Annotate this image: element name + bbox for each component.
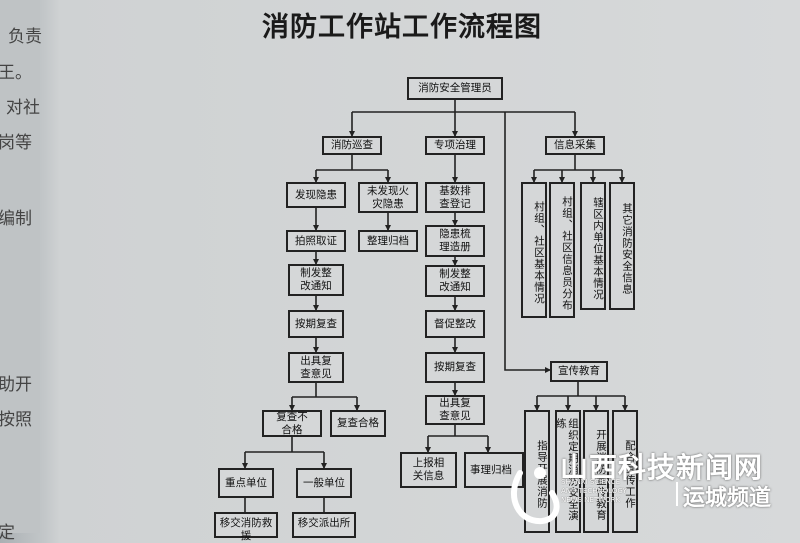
node-base-check: 基数排查登记 [425, 182, 485, 213]
node-education: 宣传教育 [550, 361, 608, 382]
margin-text: 王。 [0, 63, 32, 83]
node-assist: 配合宣传工作 [612, 410, 638, 533]
node-recheck2: 按期复查 [425, 352, 485, 383]
node-archive: 整理归档 [358, 230, 418, 252]
watermark-logo-icon [511, 467, 560, 525]
margin-text: 负责 [8, 27, 42, 47]
node-found: 发现隐患 [286, 182, 346, 208]
margin-text: 编制 [0, 209, 32, 229]
node-notfound: 未发现火灾隐患 [358, 182, 418, 213]
node-opinion2: 出具复查意见 [425, 395, 485, 425]
node-fail: 复查不合格 [262, 410, 322, 437]
book-left-page [0, 0, 40, 533]
node-notice2: 制发整改通知 [425, 265, 485, 297]
node-normal-unit: 一般单位 [296, 468, 352, 498]
page-title: 消防工作站工作流程图 [262, 12, 542, 43]
node-village: 村组、社区基本情况 [521, 182, 547, 318]
node-transfer-police: 移交派出所 [292, 512, 356, 538]
node-opinion1: 出具复查意见 [288, 352, 344, 383]
node-supervise: 督促整改 [425, 310, 485, 338]
margin-text: 岗等 [0, 133, 32, 153]
margin-text: 对社 [6, 98, 40, 118]
node-after: 事理归档 [464, 452, 524, 488]
node-transfer-fire: 移交消防救援 [214, 512, 278, 542]
node-info: 信息采集 [545, 136, 605, 155]
node-drill: 组织定期消防安全演练 [555, 410, 581, 533]
watermark-site-name: 山西科技新闻网 [560, 451, 764, 484]
node-units: 辖区内单位基本情况 [580, 182, 606, 310]
node-key-unit: 重点单位 [218, 468, 274, 498]
margin-text: 按照 [0, 410, 32, 430]
node-sort: 隐患梳理造册 [425, 225, 485, 257]
node-pass: 复查合格 [330, 410, 386, 437]
node-others: 其它消防安全信息 [609, 182, 635, 310]
watermark-divider [676, 482, 678, 506]
node-manager: 消防安全管理员 [407, 77, 503, 100]
node-report: 上报相关信息 [400, 452, 457, 488]
node-photo: 拍照取证 [286, 230, 346, 252]
margin-text: 助开 [0, 375, 32, 395]
watermark-channel: 运城频道 [683, 486, 772, 511]
node-campaign: 开展消防宣传教育 [583, 410, 609, 533]
node-patrol: 消防巡查 [322, 136, 382, 155]
node-village-info: 村组、社区信息员分布 [549, 182, 575, 318]
node-special: 专项治理 [425, 136, 485, 155]
node-recheck1: 按期复查 [288, 310, 344, 338]
node-notice1: 制发整改通知 [288, 264, 344, 296]
watermark-english: SHANXI SCIENCE AND TECHNOLOGY NEWS NETWO… [561, 478, 627, 504]
